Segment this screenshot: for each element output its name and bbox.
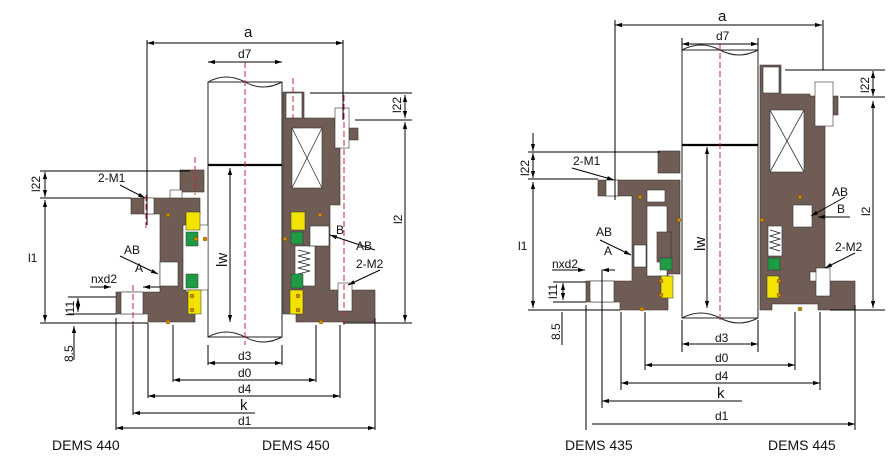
label-2-m2: 2-M2 [835, 240, 863, 254]
seal-housing-dems-440 [115, 169, 209, 325]
label-l1: l1 [28, 251, 38, 265]
label-ab: AB [596, 225, 612, 239]
label-b: B [336, 223, 344, 237]
label-8-5: 8.5 [62, 345, 76, 362]
label-l1: l1 [518, 239, 528, 253]
drawing-dems-440-450: a d7 l22 l1 l11 8.5 2-M1 AB A nxd2 lw B … [28, 24, 412, 453]
label-d4: d4 [715, 369, 729, 383]
caption-dems-435: DEMS 435 [565, 437, 633, 453]
caption-dems-445: DEMS 445 [768, 437, 836, 453]
label-l2: l2 [859, 206, 873, 216]
label-a-port: A [135, 261, 143, 275]
seal-housing-dems-450 [282, 91, 376, 325]
label-nxd2: nxd2 [552, 257, 578, 271]
dimension-lines [528, 20, 885, 430]
label-k: k [717, 385, 725, 402]
dimension-labels: a d7 l22 l1 l11 8.5 2-M1 AB A nxd2 lw AB… [518, 8, 873, 423]
label-d4: d4 [238, 382, 252, 396]
label-d1: d1 [238, 414, 252, 428]
caption-dems-450: DEMS 450 [262, 437, 330, 453]
label-lw: lw [214, 253, 231, 267]
label-ab-right: AB [832, 185, 848, 199]
label-d7: d7 [716, 29, 730, 43]
label-l22: l22 [518, 160, 532, 176]
label-k: k [240, 397, 248, 414]
seal-housing-dems-435 [585, 150, 682, 312]
dimension-lines [40, 40, 412, 431]
label-d0: d0 [238, 366, 252, 380]
label-a: a [718, 8, 727, 25]
label-l22: l22 [29, 176, 43, 192]
label-lw: lw [692, 237, 709, 251]
label-l11: l11 [63, 301, 77, 316]
dimension-labels: a d7 l22 l1 l11 8.5 2-M1 AB A nxd2 lw B … [28, 24, 405, 428]
label-a-port: A [604, 244, 612, 258]
label-d0: d0 [715, 351, 729, 365]
label-d3: d3 [715, 331, 729, 345]
label-l2: l2 [391, 214, 405, 224]
label-nxd2: nxd2 [91, 272, 117, 286]
label-ab: AB [124, 243, 140, 257]
label-l11: l11 [546, 284, 560, 299]
drawing-dems-435-445: a d7 l22 l1 l11 8.5 2-M1 AB A nxd2 lw AB… [518, 8, 885, 453]
label-a: a [244, 24, 253, 41]
label-d1: d1 [715, 409, 729, 423]
label-2-m1: 2-M1 [573, 154, 601, 168]
label-l22-right: l22 [858, 77, 872, 93]
label-d3: d3 [238, 349, 252, 363]
label-l22-right: l22 [390, 97, 404, 113]
label-b: B [837, 202, 845, 216]
seal-housing-dems-445 [759, 64, 856, 312]
label-d7: d7 [238, 47, 252, 61]
caption-dems-440: DEMS 440 [52, 437, 120, 453]
label-2-m2: 2-M2 [356, 257, 384, 271]
label-2-m1: 2-M1 [98, 171, 126, 185]
label-8-5: 8.5 [549, 323, 563, 340]
label-ab-right: AB [356, 239, 372, 253]
